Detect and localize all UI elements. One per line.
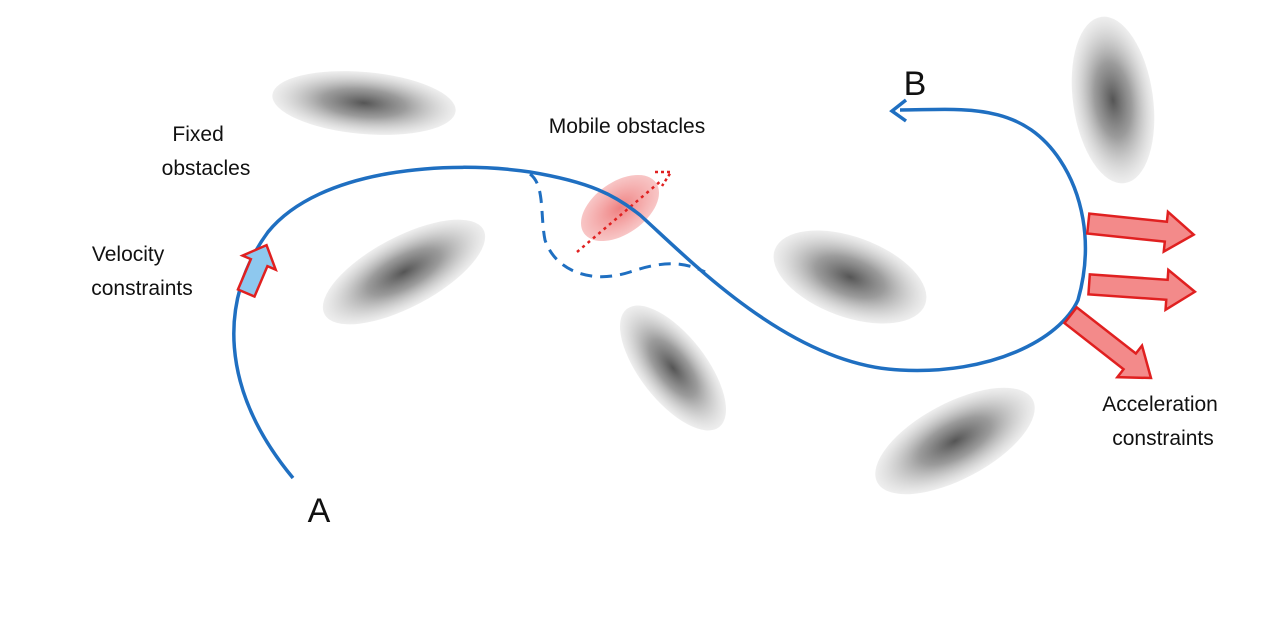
- acceleration-constraint-arrow: [1085, 209, 1196, 254]
- acceleration-constraint-arrow: [1087, 267, 1198, 313]
- fixed-obstacles: [272, 16, 1155, 495]
- mobile-motion-line: [576, 179, 663, 253]
- end-point-label: B: [904, 65, 927, 103]
- velocity-constraints-label: Velocity constraints: [91, 243, 193, 300]
- fixed-obstacle: [322, 219, 486, 325]
- velocity-constraints-label-line2: constraints: [91, 277, 193, 300]
- acceleration-constraints-label-line1: Acceleration: [1102, 393, 1218, 416]
- trajectory-path: [232, 107, 1088, 480]
- fixed-obstacles-label-line1: Fixed: [172, 123, 223, 146]
- acceleration-constraints-label-line2: constraints: [1112, 427, 1214, 450]
- avoidance-detour-path: [528, 172, 706, 279]
- velocity-constraints-label-line1: Velocity: [92, 243, 165, 266]
- fixed-obstacles-label: Fixed obstacles: [162, 123, 251, 180]
- mobile-obstacle: [576, 170, 674, 253]
- fixed-obstacle: [875, 387, 1035, 495]
- start-point-label: A: [308, 492, 331, 530]
- fixed-obstacles-label-line2: obstacles: [162, 157, 251, 180]
- acceleration-constraint-arrow: [1062, 305, 1153, 380]
- fixed-obstacle: [1071, 16, 1155, 184]
- acceleration-constraints-label: Acceleration constraints: [1102, 393, 1223, 450]
- fixed-obstacle: [272, 71, 456, 135]
- fixed-obstacle: [620, 305, 726, 431]
- mobile-obstacles-label: Mobile obstacles: [549, 115, 705, 138]
- fixed-obstacle: [773, 230, 927, 324]
- trajectory-arrowhead: [889, 98, 908, 123]
- velocity-constraint-arrow: [236, 243, 278, 299]
